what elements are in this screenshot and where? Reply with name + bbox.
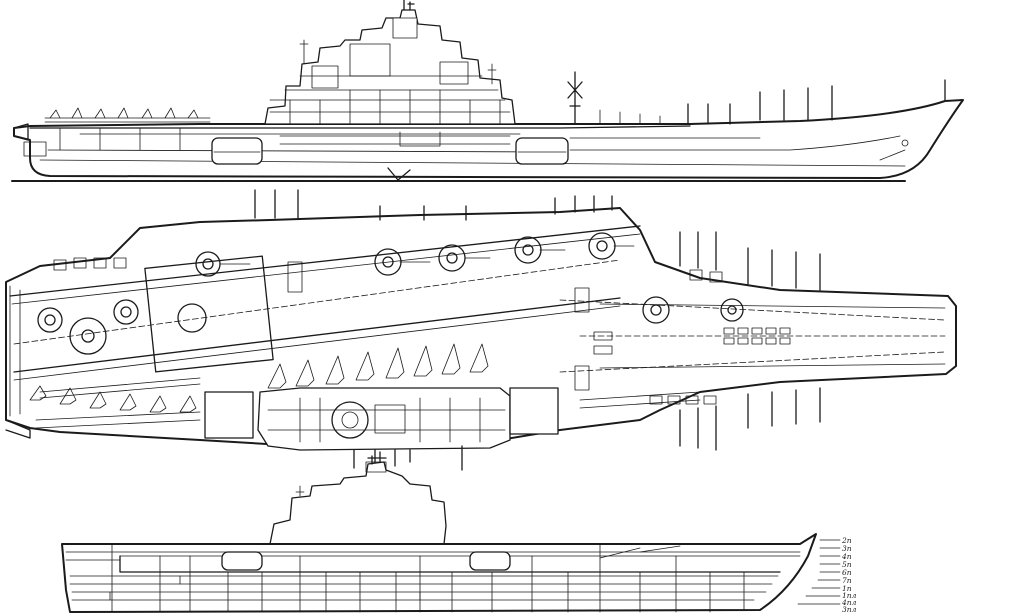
deck-label: 4пл	[841, 598, 857, 607]
profile-hull	[13, 99, 964, 179]
section-island	[269, 461, 447, 545]
inboard-profile-view	[61, 451, 817, 613]
deck-label: 3п	[842, 544, 852, 553]
profile-boat-bay	[211, 137, 263, 165]
deck-label: 5п	[842, 560, 852, 569]
deck-label: 2п	[841, 536, 852, 545]
plan-parked-aircraft	[29, 343, 489, 413]
plan-view	[5, 189, 957, 471]
deck-label: 7п	[842, 576, 852, 585]
profile-boat-bay	[515, 137, 569, 165]
deck-label: 1п	[842, 584, 852, 593]
deck-label: 1пл	[842, 591, 857, 600]
deck-label: 3пл	[842, 605, 857, 614]
plan-island	[257, 387, 511, 451]
side-profile-view	[11, 0, 964, 182]
deck-label: 4п	[841, 552, 852, 561]
deck-labels: 2п 3п 4п 5п 6п 7п 1п 1пл 4пл 3пл	[797, 536, 857, 614]
deck-label: 6п	[842, 568, 852, 577]
